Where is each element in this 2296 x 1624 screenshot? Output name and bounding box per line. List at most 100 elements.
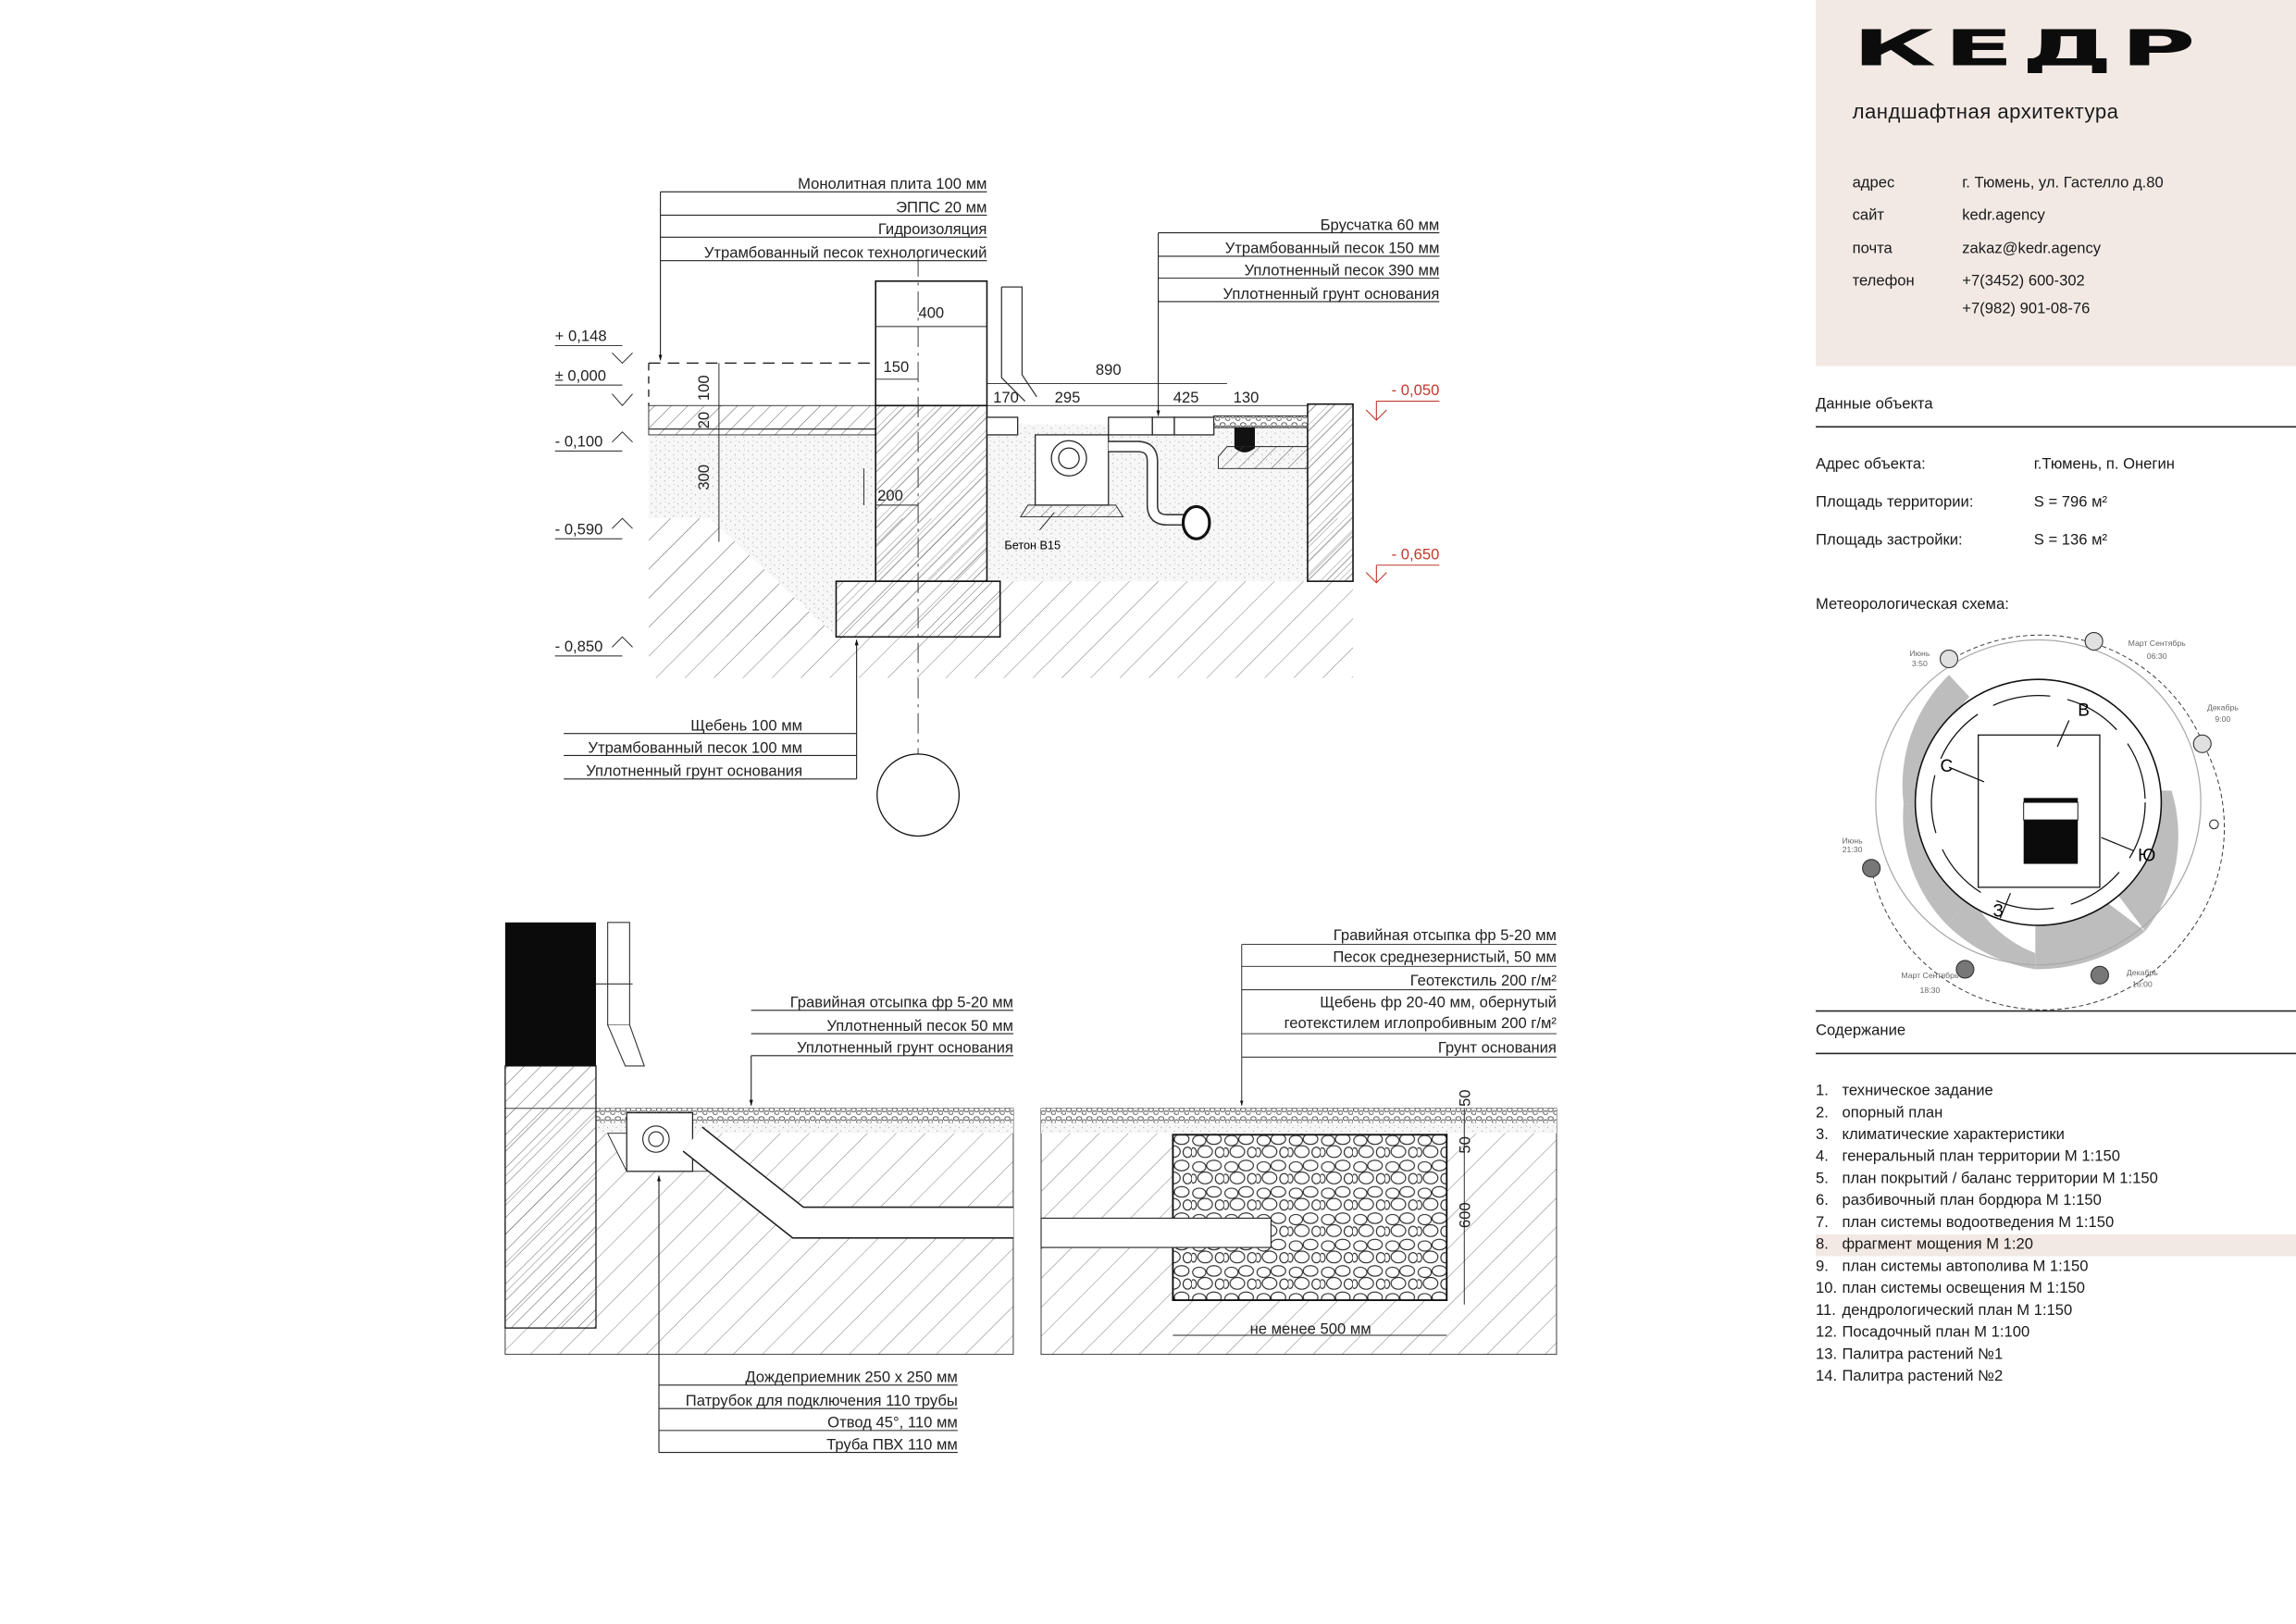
layer-label: Утрамбованный песок технологический: [704, 243, 987, 261]
contents-item[interactable]: 9.план системы автополива М 1:150: [1816, 1257, 2296, 1279]
dim-20: 20: [695, 412, 713, 428]
contact-label: адрес: [1852, 174, 1895, 192]
layer-label: Гравийная отсыпка фр 5-20 мм: [790, 994, 1013, 1011]
contents-item-label: план системы водоотведения М 1:150: [1842, 1213, 2115, 1232]
layer-label: Отвод 45°, 110 мм: [827, 1414, 958, 1432]
layer-label: Уплотненный грунт основания: [586, 762, 802, 780]
sun-month: Март Сентябрь: [1901, 971, 1959, 980]
layer-label: Геотекстиль 200 г/м²: [1410, 972, 1558, 989]
contents-item-number: 6.: [1816, 1191, 1829, 1209]
sun-month: Декабрь: [2207, 702, 2239, 712]
contents-item-number: 9.: [1816, 1258, 1829, 1276]
layer-label: Утрамбованный песок 150 мм: [1225, 240, 1440, 257]
sun-month: Март Сентябрь: [2128, 638, 2187, 648]
company-subtitle: ландшафтная архитектура: [1852, 99, 2119, 123]
dim-150: 150: [883, 358, 909, 376]
dim-50: 50: [1457, 1089, 1474, 1106]
contents-item-label: разбивочный план бордюра М 1:150: [1842, 1191, 2102, 1209]
dim-200: 200: [877, 487, 903, 504]
contents-item-number: 2.: [1816, 1104, 1829, 1122]
contents-item[interactable]: 11.дендрологический план М 1:150: [1816, 1300, 2296, 1322]
layer-label: Уплотненный грунт основания: [1223, 285, 1440, 303]
layer-label: Утрамбованный песок 100 мм: [588, 738, 802, 756]
layer-label: Щебень фр 20-40 мм, обернутый: [1320, 994, 1557, 1011]
layer-label: Брусчатка 60 мм: [1321, 216, 1440, 233]
dim-width: не менее 500 мм: [1250, 1320, 1371, 1337]
sun-month: Июнь: [1843, 836, 1864, 845]
object-value: S = 796 м²: [2033, 493, 2108, 512]
direction-west: З: [1992, 902, 2003, 922]
contents-item-label: техническое задание: [1842, 1082, 1993, 1100]
contents-title: Содержание: [1816, 1022, 1906, 1040]
elevation-label: - 0,100: [555, 433, 603, 451]
object-section-title: Данные объекта: [1816, 395, 1933, 414]
section-bottom-left: Гравийная отсыпка фр 5-20 мм Уплотненный…: [504, 922, 1014, 1453]
elevation-red-label: - 0,050: [1392, 381, 1440, 399]
contents-item[interactable]: 5.план покрытий / баланс территории М 1:…: [1816, 1169, 2296, 1191]
contents-item[interactable]: 13.Палитра растений №1: [1816, 1345, 2296, 1367]
section-bottom-right: 50 50 600 не менее 500 мм Гравийная отсы…: [1040, 926, 1558, 1356]
layer-label: Уплотненный песок 50 мм: [826, 1017, 1013, 1035]
contact-website-link[interactable]: kedr.agency: [1962, 206, 2045, 225]
object-value: г.Тюмень, п. Онегин: [2033, 455, 2175, 474]
layer-label: Гравийная отсыпка фр 5-20 мм: [1334, 926, 1557, 944]
concrete-label: Бетон B15: [1004, 539, 1061, 552]
contents-item-number: 3.: [1816, 1125, 1829, 1144]
contents-item-label: климатические характеристики: [1842, 1125, 2065, 1144]
sun-time: 21:30: [1843, 845, 1863, 854]
contents-item[interactable]: 14.Палитра растений №2: [1816, 1366, 2296, 1388]
layer-label: Уплотненный грунт основания: [797, 1039, 1013, 1057]
contact-phone: +7(3452) 600-302: [1962, 272, 2085, 291]
divider: [1816, 426, 2296, 428]
contact-address: г. Тюмень, ул. Гастелло д.80: [1962, 174, 2164, 192]
contents-item-number: 12.: [1816, 1323, 1838, 1342]
dim-600: 600: [1457, 1202, 1474, 1228]
section-top: 400 150 890 170 295 425 130 100 20 300 2…: [554, 175, 1440, 837]
layer-label: Труба ПВХ 110 мм: [826, 1435, 958, 1453]
direction-north: С: [1941, 757, 1954, 776]
company-logo: КЕДР: [1852, 20, 2203, 79]
elevation-label: - 0,850: [555, 638, 603, 655]
contact-label: почта: [1852, 240, 1893, 258]
contact-label: телефон: [1852, 272, 1915, 291]
sun-time: 3:50: [1912, 659, 1928, 668]
contents-item-number: 7.: [1816, 1213, 1829, 1232]
contents-item[interactable]: 3. климатические характеристики: [1816, 1124, 2296, 1147]
contents-item-label: Посадочный план М 1:100: [1842, 1323, 2030, 1342]
layer-label: Патрубок для подключения 110 трубы: [686, 1392, 958, 1409]
layer-label: Уплотненный песок 390 мм: [1245, 261, 1440, 279]
contact-email-link[interactable]: zakaz@kedr.agency: [1962, 240, 2102, 258]
layer-label: Гидроизоляция: [878, 220, 987, 238]
contents-item[interactable]: 1.техническое задание: [1816, 1081, 2296, 1103]
contents-item[interactable]: 6. разбивочный план бордюра М 1:150: [1816, 1190, 2296, 1212]
dim-50: 50: [1457, 1136, 1474, 1153]
contents-item-label: Палитра растений №1: [1842, 1345, 2004, 1364]
layer-label: Монолитная плита 100 мм: [798, 175, 987, 192]
contents-item[interactable]: 4. генеральный план территории М 1:150: [1816, 1147, 2296, 1169]
contents-item[interactable]: 2. опорный план: [1816, 1102, 2296, 1124]
contact-phone: +7(982) 901-08-76: [1962, 300, 2091, 318]
direction-south: Ю: [2138, 846, 2155, 865]
contents-item[interactable]: 10.план системы освещения М 1:150: [1816, 1278, 2296, 1300]
object-label: Адрес объекта:: [1816, 455, 1926, 474]
sun-month: Июнь: [1909, 649, 1930, 658]
contents-item[interactable]: 12.Посадочный план М 1:100: [1816, 1322, 2296, 1345]
dim-890: 890: [1096, 361, 1122, 378]
contents-item-label: генеральный план территории М 1:150: [1842, 1147, 2120, 1166]
elevation-red-label: - 0,650: [1392, 545, 1440, 563]
contents-item-number: 4.: [1816, 1147, 1829, 1166]
contents-item-label: план системы освещения М 1:150: [1842, 1279, 2086, 1297]
divider: [1816, 1052, 2296, 1055]
dim-100: 100: [695, 375, 713, 401]
contents-item-number: 13.: [1816, 1345, 1838, 1364]
contents-item-label: Палитра растений №2: [1842, 1367, 2004, 1385]
contents-item[interactable]: 7. план системы водоотведения М 1:150: [1816, 1212, 2296, 1234]
contents-item-label: дендрологический план М 1:150: [1842, 1301, 2073, 1320]
contents-item-label: опорный план: [1842, 1104, 1943, 1122]
elevation-label: + 0,148: [555, 328, 607, 345]
contents-item[interactable]: 8.фрагмент мощения М 1:20: [1816, 1233, 2296, 1257]
dim-425: 425: [1173, 389, 1199, 406]
sun-time: 06:30: [2147, 651, 2167, 661]
